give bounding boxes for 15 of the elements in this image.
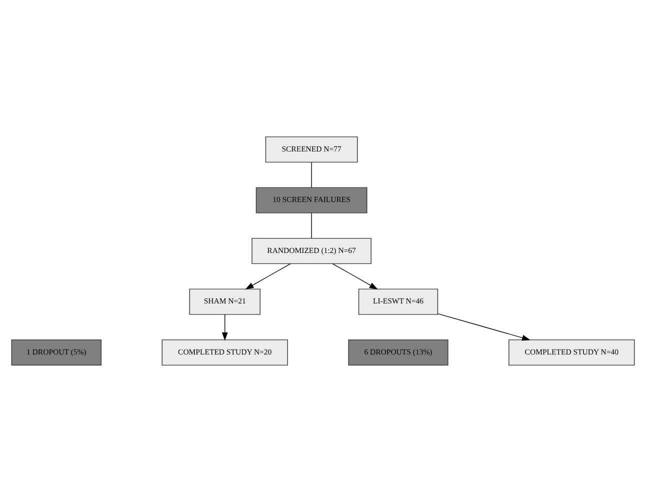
arrow: [332, 262, 378, 289]
arrow: [245, 262, 291, 289]
connector: [311, 162, 312, 188]
node-box: SCREENED N=77: [265, 136, 358, 162]
node-box: SHAM N=21: [189, 288, 260, 314]
node-box: 1 DROPOUT (5%): [11, 338, 102, 366]
node-box: LI-ESWT N=46: [358, 288, 438, 314]
arrow: [437, 312, 531, 340]
node-box: 10 SCREEN FAILURES: [256, 186, 368, 213]
connector: [311, 212, 312, 238]
node-box: COMPLETED STUDY N=40: [508, 338, 635, 366]
arrow: [222, 314, 228, 340]
node-box: RANDOMIZED (1:2) N=67: [252, 237, 372, 264]
node-box: COMPLETED STUDY N=20: [162, 338, 288, 366]
node-box: 6 DROPOUTS (13%): [348, 338, 448, 366]
